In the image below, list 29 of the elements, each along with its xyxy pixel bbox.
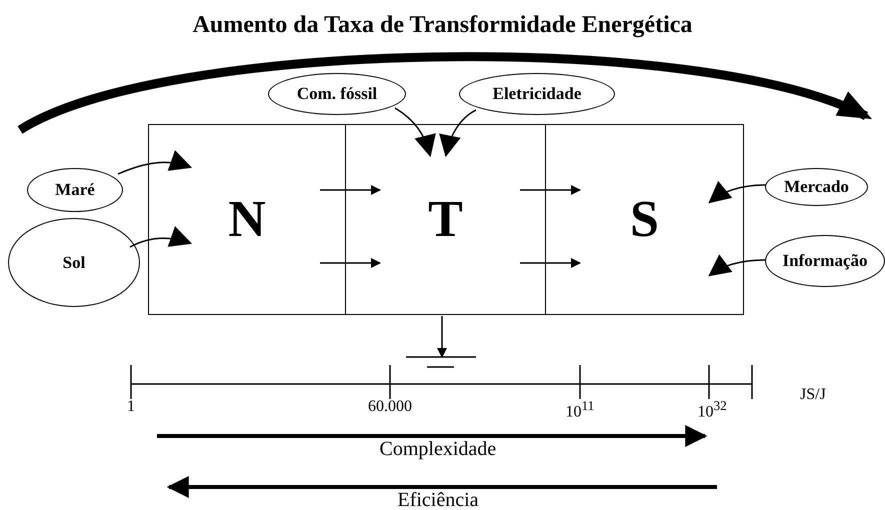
source-ellipse: Informação xyxy=(765,235,885,287)
source-ellipse: Sol xyxy=(8,218,140,307)
arrow xyxy=(440,109,476,158)
arrow xyxy=(394,107,436,158)
heat-sink-symbol xyxy=(406,356,476,368)
system-box: S xyxy=(545,124,744,315)
tick-label: 10$^{11}$ xyxy=(566,398,594,422)
arrow xyxy=(708,181,766,204)
unit-label: JS/J xyxy=(800,386,826,404)
arrow xyxy=(320,258,381,268)
source-ellipse: Maré xyxy=(27,168,123,212)
source-ellipse: Mercado xyxy=(765,168,868,206)
system-box: T xyxy=(345,124,546,315)
axis-label: Eficiência xyxy=(398,489,479,510)
arrow xyxy=(130,226,192,248)
arrow xyxy=(118,150,192,175)
source-ellipse: Eletricidade xyxy=(459,73,615,115)
tick-label: 60.000 xyxy=(368,398,412,416)
axis-label: Complexidade xyxy=(380,438,496,461)
arrow xyxy=(320,185,381,195)
title: Aumento da Taxa de Transformidade Energética xyxy=(192,12,694,39)
tick-label: 10$^{32}$ xyxy=(698,398,727,422)
arrow xyxy=(708,254,766,276)
source-ellipse: Com. fóssil xyxy=(268,73,406,115)
arrow xyxy=(520,185,581,195)
arrow xyxy=(520,258,581,268)
arrow xyxy=(437,316,447,358)
system-box: N xyxy=(148,124,346,315)
tick-label: 1 xyxy=(127,398,135,416)
